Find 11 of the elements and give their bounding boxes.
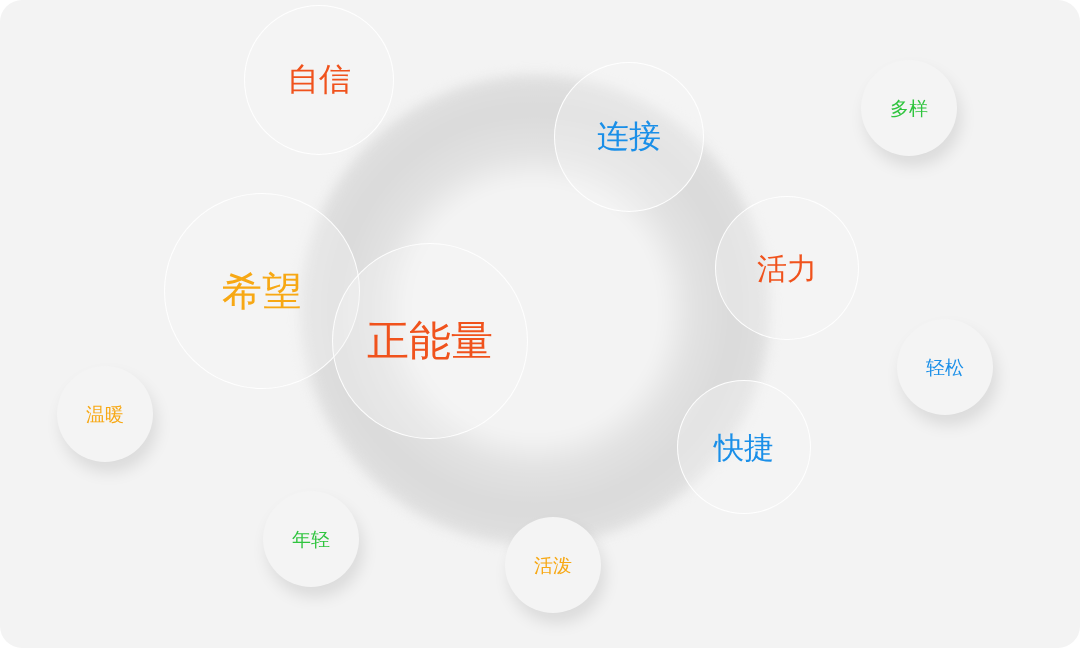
bubble-text: 年轻 bbox=[292, 528, 330, 550]
bubble-text: 自信 bbox=[287, 62, 351, 98]
bubble-text: 温暖 bbox=[86, 403, 124, 425]
bubble-text: 正能量 bbox=[367, 317, 493, 365]
bubble-text: 连接 bbox=[597, 119, 661, 155]
bubble-text: 轻松 bbox=[926, 356, 964, 378]
bubble-text: 活泼 bbox=[534, 554, 572, 576]
bubble-text: 活力 bbox=[757, 251, 817, 285]
bubble-text: 快捷 bbox=[714, 430, 774, 464]
bubble-text: 多样 bbox=[890, 97, 928, 119]
bubble-text: 希望 bbox=[222, 269, 302, 313]
